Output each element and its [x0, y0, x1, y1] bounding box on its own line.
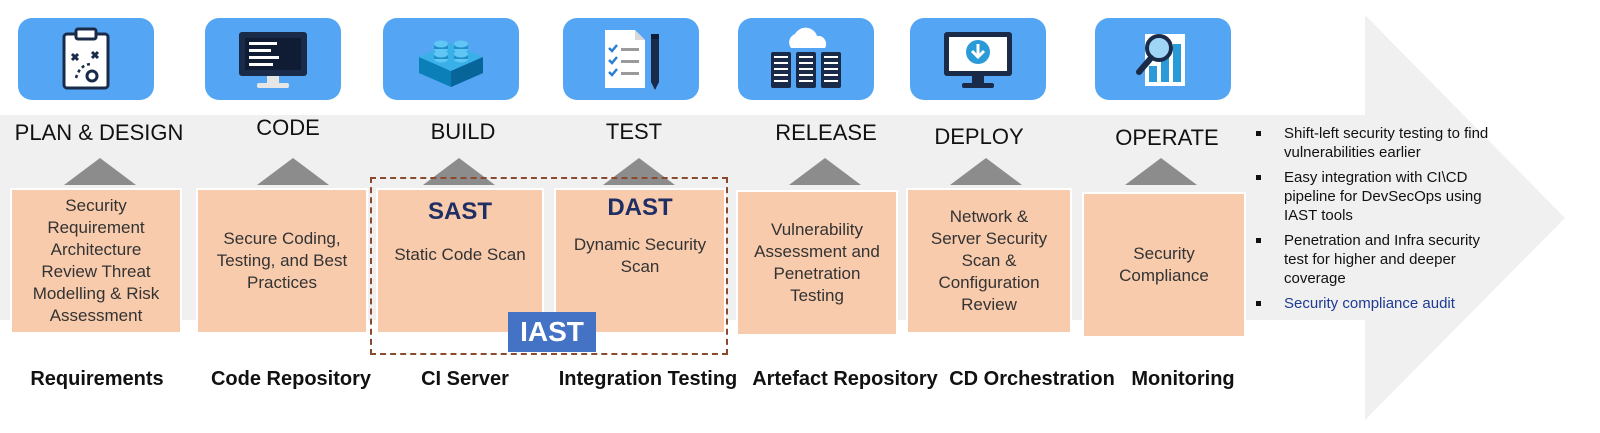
box-line: Testing [790, 286, 844, 305]
stage-title-build: BUILD [430, 119, 496, 144]
benefit-item: Penetration and Infra security test for … [1254, 231, 1494, 288]
box-line: Testing, and Best [216, 251, 348, 270]
lego-brick-icon [419, 40, 483, 87]
benefit-item: Security compliance audit [1254, 294, 1494, 313]
box-line: Review Threat [41, 262, 151, 281]
stage-title-release: RELEASE [775, 120, 877, 145]
box-line: Scan [620, 257, 660, 276]
box-line: Penetration [773, 264, 861, 283]
monitor-download-icon [944, 32, 1012, 88]
box-line: Vulnerability [771, 220, 863, 239]
tool-label-cd-orchestration: CD Orchestration [949, 368, 1115, 390]
stage-icon-box [563, 18, 699, 100]
tool-label-requirements: Requirements [30, 368, 164, 390]
stage-icon-box [18, 18, 154, 100]
stage-title-code: CODE [256, 115, 320, 140]
box-line: Compliance [1119, 266, 1209, 285]
box-line: Dynamic Security [573, 235, 707, 254]
stage-box-build: SAST Static Code Scan [376, 188, 544, 334]
box-line: Assessment and [754, 242, 880, 261]
box-line: Architecture [50, 240, 142, 259]
sast-heading: SAST [427, 198, 492, 225]
stage-title-operate: OPERATE [1115, 125, 1219, 150]
box-line: Security [1133, 244, 1195, 263]
stage-title-deploy: DEPLOY [934, 124, 1024, 149]
iast-badge: IAST [508, 312, 596, 352]
stage-pointer [1125, 158, 1197, 185]
stage-icon-box [910, 18, 1046, 100]
box-line: Security [65, 196, 127, 215]
clipboard-strategy-icon [62, 27, 110, 90]
box-line: Network & [949, 207, 1029, 226]
box-line: Requirement [47, 218, 145, 237]
box-line: Static Code Scan [394, 245, 526, 264]
stage-icon-box [1095, 18, 1231, 100]
tool-label-monitoring: Monitoring [1131, 368, 1235, 390]
stage-box-release: Vulnerability Assessment and Penetration… [736, 190, 898, 336]
box-line: Configuration [938, 273, 1040, 292]
stage-title-plan-design: PLAN & DESIGN [14, 120, 184, 145]
stage-box-operate: Security Compliance [1082, 192, 1246, 338]
stage-pointer [950, 158, 1022, 185]
dast-heading: DAST [607, 194, 673, 221]
benefits-list: Shift-left security testing to find vuln… [1254, 124, 1494, 319]
stage-pointer [603, 158, 675, 185]
stage-pointer [789, 158, 861, 185]
box-line: Server Security [930, 229, 1048, 248]
stage-box-deploy: Network & Server Security Scan & Configu… [906, 188, 1072, 334]
iast-dashed-frame [370, 177, 728, 355]
stage-box-plan-design: Security Requirement Architecture Review… [10, 188, 182, 334]
tool-label-artefact-repository: Artefact Repository [752, 368, 938, 390]
stage-box-code: Secure Coding, Testing, and Best Practic… [196, 188, 368, 334]
stage-icon-box [383, 18, 519, 100]
stage-pointer [257, 158, 329, 185]
stage-box-test: DAST Dynamic Security Scan [554, 188, 726, 334]
stage-icon-box [738, 18, 874, 100]
cloud-server-icon [771, 27, 841, 88]
checklist-pencil-icon [605, 30, 659, 90]
tool-label-ci-server: CI Server [421, 368, 509, 390]
stage-pointer [64, 158, 136, 185]
magnifier-report-icon [1136, 34, 1185, 86]
benefit-item: Shift-left security testing to find vuln… [1254, 124, 1494, 162]
tool-label-code-repository: Code Repository [210, 368, 372, 390]
box-line: Assessment [49, 306, 143, 325]
box-line: Review [961, 295, 1017, 314]
box-line: Scan & [961, 251, 1017, 270]
benefit-item: Easy integration with CI\CD pipeline for… [1254, 168, 1494, 225]
stage-pointer [423, 158, 495, 185]
box-line: Secure Coding, [223, 229, 341, 248]
box-line: Modelling & Risk [32, 284, 160, 303]
stage-icon-box [205, 18, 341, 100]
monitor-code-icon [239, 32, 307, 88]
tool-label-integration-testing: Integration Testing [558, 368, 738, 390]
stage-title-test: TEST [605, 119, 663, 144]
box-line: Practices [247, 273, 317, 292]
